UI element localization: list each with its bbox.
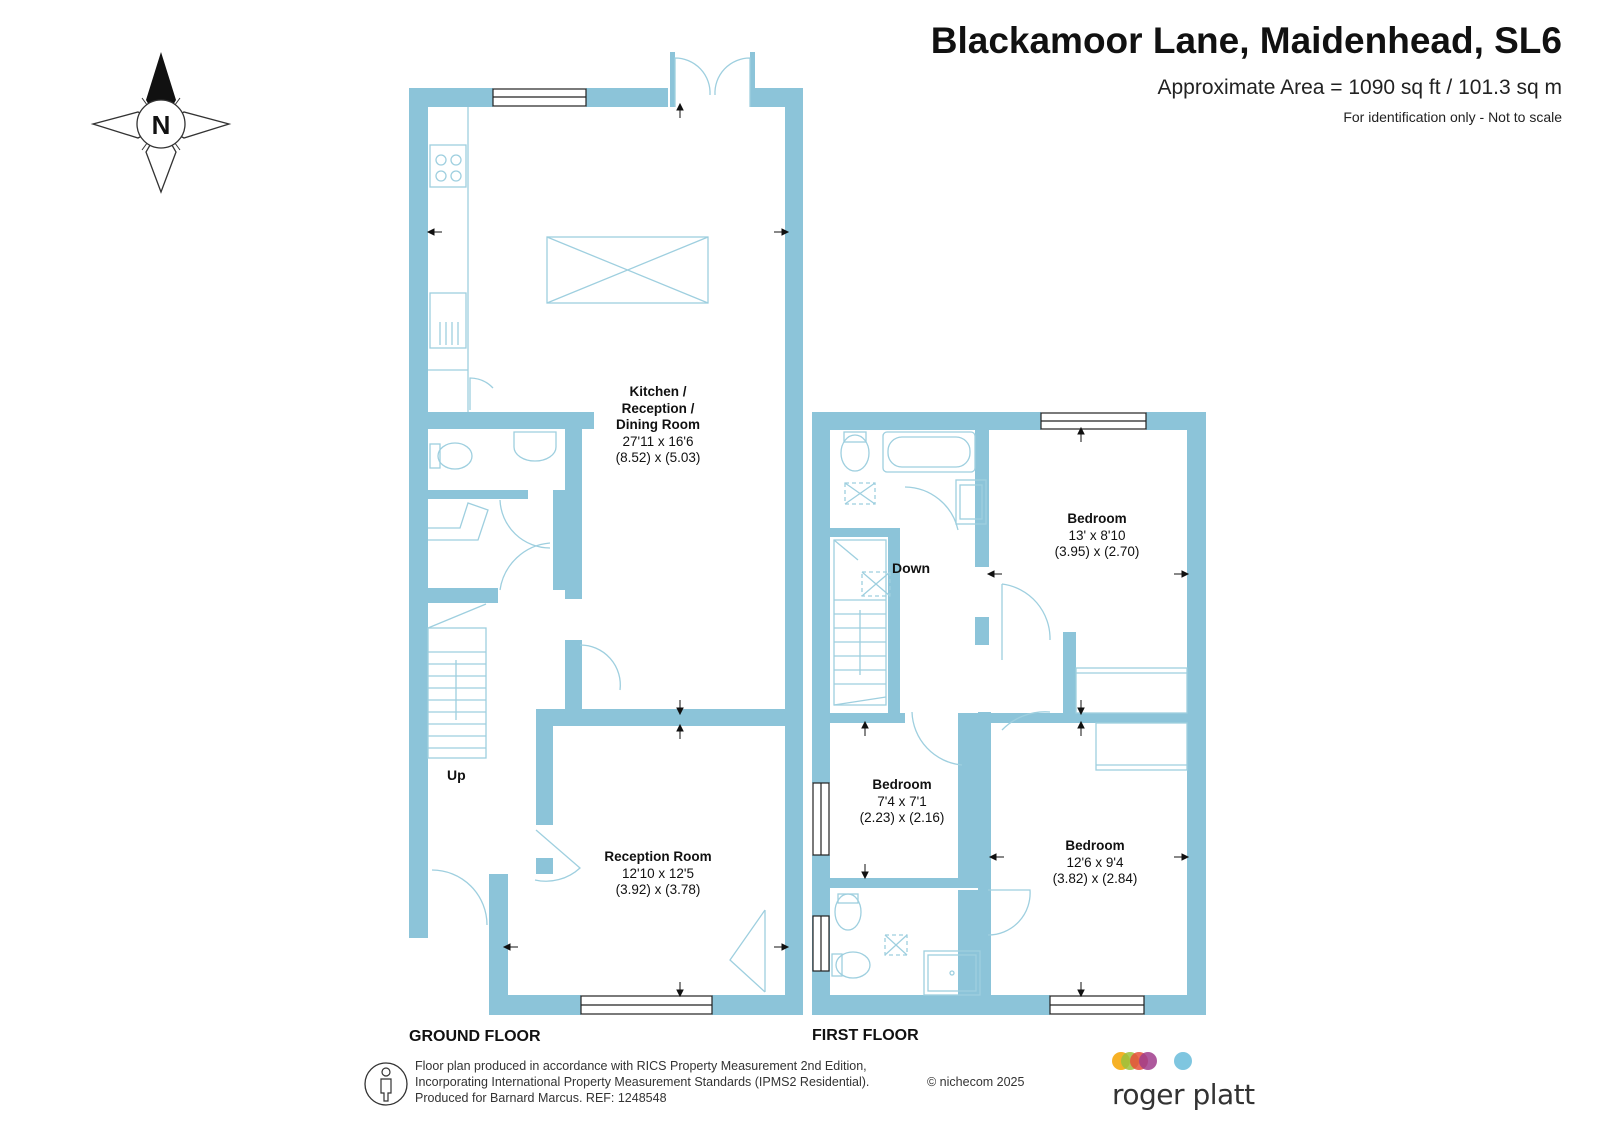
- logo-text: roger platt: [1112, 1078, 1255, 1111]
- room-name: Bedroom: [1065, 838, 1125, 853]
- footer-line-2: Incorporating International Property Mea…: [415, 1075, 870, 1089]
- room-size-metric: (3.92) x (3.78): [615, 882, 701, 897]
- ground-floor-walls: [409, 52, 803, 1015]
- room-size-imperial: 12'6 x 9'4: [1066, 854, 1124, 870]
- measurement-arrows: [426, 102, 1190, 998]
- first-floor-walls: [812, 412, 1206, 1015]
- room-size-metric: (8.52) x (5.03): [615, 450, 701, 465]
- footer-line-3: Produced for Barnard Marcus. REF: 124854…: [415, 1091, 667, 1105]
- room-label-kitchen: Kitchen / Reception / Dining Room 27'11 …: [616, 384, 701, 467]
- room-name: Bedroom: [1067, 511, 1127, 526]
- room-size-imperial: 27'11 x 16'6: [622, 433, 694, 449]
- footer-line-1: Floor plan produced in accordance with R…: [415, 1059, 867, 1073]
- room-label-bedroom-2: Bedroom 7'4 x 7'1 (2.23) x (2.16): [860, 777, 945, 827]
- room-name: Kitchen / Reception / Dining Room: [615, 384, 700, 432]
- compass-letter: N: [152, 110, 171, 140]
- first-floor-windows: [812, 412, 1147, 1015]
- first-floor-label: FIRST FLOOR: [812, 1027, 919, 1044]
- compass-icon: N: [90, 52, 232, 194]
- ground-floor-label: GROUND FLOOR: [409, 1028, 541, 1045]
- room-size-metric: (3.95) x (2.70): [1054, 544, 1140, 559]
- approximate-area: Approximate Area = 1090 sq ft / 101.3 sq…: [1157, 76, 1563, 99]
- ground-floor-windows: [492, 88, 713, 1015]
- page-title: Blackamoor Lane, Maidenhead, SL6: [930, 20, 1562, 61]
- room-name: Reception Room: [604, 849, 712, 864]
- room-size-imperial: 7'4 x 7'1: [877, 793, 927, 809]
- room-label-bedroom-3: Bedroom 12'6 x 9'4 (3.82) x (2.84): [1053, 838, 1138, 888]
- footer-notes: Floor plan produced in accordance with R…: [415, 1058, 869, 1106]
- rics-person-icon: [364, 1062, 408, 1106]
- room-label-reception: Reception Room 12'10 x 12'5 (3.92) x (3.…: [604, 849, 711, 899]
- stairs-down-label: Down: [892, 560, 931, 576]
- roger-platt-logo: [1112, 1052, 1192, 1070]
- fixtures: [427, 57, 1188, 996]
- room-size-metric: (3.82) x (2.84): [1052, 871, 1138, 886]
- stairs-up-label: Up: [447, 767, 466, 783]
- room-size-metric: (2.23) x (2.16): [859, 810, 945, 825]
- room-size-imperial: 13' x 8'10: [1068, 527, 1126, 543]
- room-name: Bedroom: [872, 777, 932, 792]
- copyright: © nichecom 2025: [927, 1075, 1025, 1089]
- room-label-bedroom-1: Bedroom 13' x 8'10 (3.95) x (2.70): [1055, 511, 1140, 561]
- disclaimer-note: For identification only - Not to scale: [1343, 109, 1562, 125]
- room-size-imperial: 12'10 x 12'5: [622, 865, 694, 881]
